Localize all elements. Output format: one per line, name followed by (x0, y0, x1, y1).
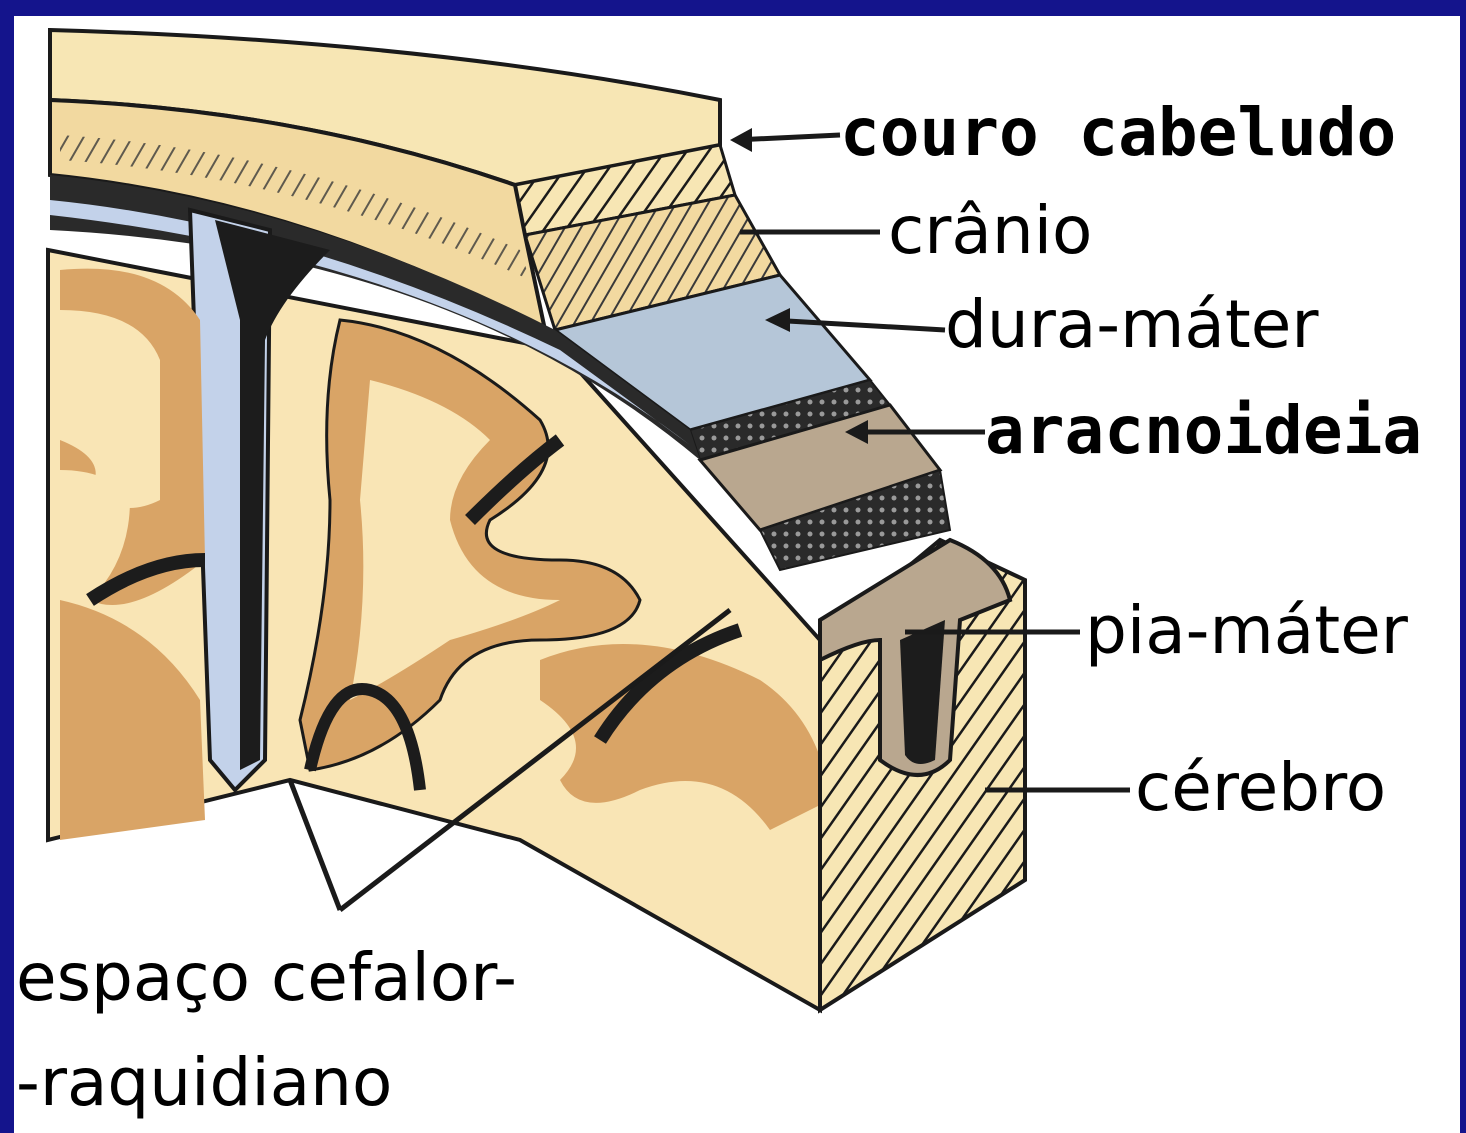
label-skull: crânio (888, 198, 1092, 264)
label-scalp: couro cabeludo (840, 100, 1396, 166)
label-arachnoid: aracnoideia (985, 398, 1422, 464)
label-dura: dura-máter (945, 292, 1318, 358)
leader-space-a (290, 780, 340, 910)
label-pia: pia-máter (1085, 598, 1408, 664)
label-space-line1: espaço cefalor- (16, 945, 517, 1011)
leader-scalp-arrow (730, 128, 752, 152)
label-brain: cérebro (1135, 755, 1386, 821)
label-space-line2: -raquidiano (16, 1050, 392, 1116)
